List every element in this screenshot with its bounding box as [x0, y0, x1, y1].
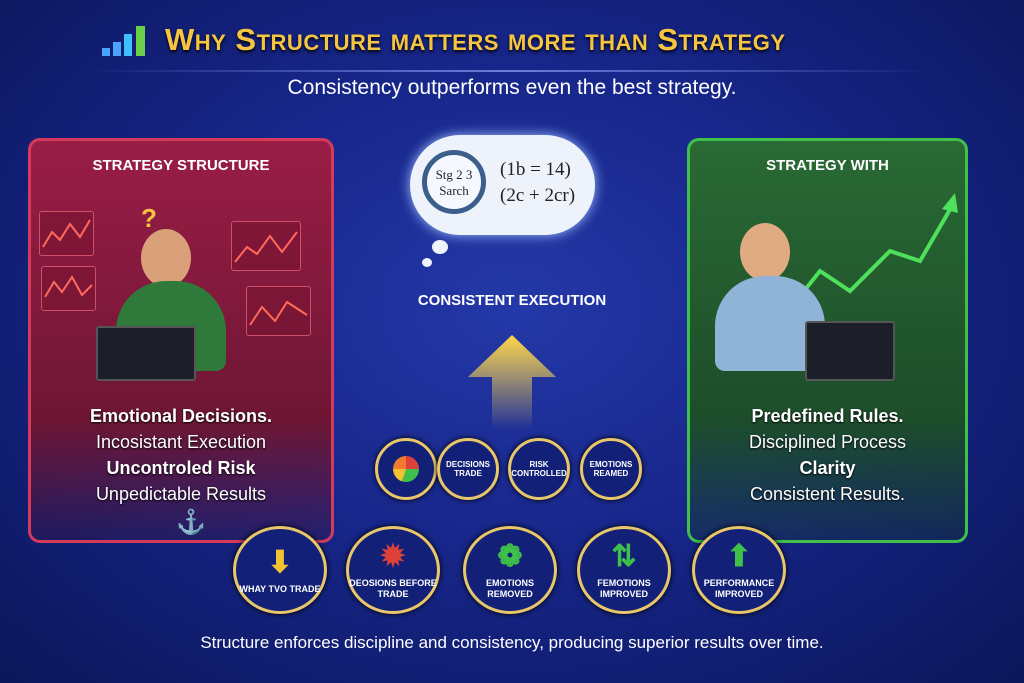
left-panel-without-structure: STRATEGY STRUCTURE ? Emotional Decisions…: [28, 138, 334, 543]
step-label: FEMOTIONS IMPROVED: [597, 578, 651, 599]
thought-cloud: Stg 2 3 Sarch (1b = 14) (2c + 2cr): [410, 135, 595, 235]
up-arrow-icon: [468, 335, 556, 430]
laptop-icon: [805, 321, 895, 381]
lens-text: Stg 2 3: [435, 167, 473, 182]
equation: (1b = 14): [500, 159, 571, 180]
equations: (1b = 14) (2c + 2cr): [500, 157, 575, 209]
step-circle-4: ⇅ FEMOTIONS IMPROVED: [577, 526, 671, 614]
step-label: PERFORMANCE IMPROVED: [703, 578, 775, 599]
subtitle: Consistency outperforms even the best st…: [287, 76, 737, 99]
step-label: DEOSIONS BEFORE TRADE: [349, 578, 437, 599]
pie-chart-circle: [375, 438, 437, 500]
chart-screen-icon: [41, 266, 96, 311]
list-item: Disciplined Process: [748, 432, 907, 452]
list-item: Predefined Rules.: [751, 406, 904, 426]
list-item: Emotional Decisions.: [89, 406, 273, 426]
risk-controlled-circle: RISK CONTROLLED: [508, 438, 570, 500]
right-panel-with-structure: STRATEGY WITH Predefined Rules. Discipli…: [687, 138, 968, 543]
up-down-arrows-icon: ⇅: [611, 540, 637, 573]
step-label: WHAY TVO TRADE: [239, 583, 321, 594]
stressed-person-head: [141, 229, 191, 287]
chart-screen-icon: [39, 211, 94, 256]
title-divider: [90, 70, 930, 72]
pie-chart-icon: [393, 456, 419, 482]
thought-dot: [422, 258, 432, 267]
laptop-icon: [96, 326, 196, 381]
consistent-execution-label: CONSISTENT EXECUTION: [417, 292, 607, 309]
chart-screen-icon: [246, 286, 311, 336]
step-circle-5: ⬆ PERFORMANCE IMPROVED: [692, 526, 786, 614]
right-panel-list: Predefined Rules. Disciplined Process Cl…: [690, 403, 965, 507]
anchor-icon: ⚓: [176, 509, 206, 536]
up-arrow-icon: ⬆: [726, 540, 752, 573]
list-item: Incosistant Execution: [95, 432, 267, 452]
chart-screen-icon: [231, 221, 301, 271]
page-title: Why Structure matters more than Strategy: [165, 22, 786, 57]
list-item: Clarity: [799, 458, 856, 478]
logo-bars-icon: [100, 24, 152, 58]
decisions-trade-circle: DECISIONS TRADE: [437, 438, 499, 500]
left-panel-title: STRATEGY STRUCTURE: [92, 157, 270, 174]
right-panel-title: STRATEGY WITH: [766, 157, 889, 174]
magnifier-icon: Stg 2 3 Sarch: [422, 150, 486, 214]
lens-text: Sarch: [439, 183, 469, 198]
step-circle-2: ✹ DEOSIONS BEFORE TRADE: [346, 526, 440, 614]
step-label: EMOTIONS REMOVED: [485, 578, 534, 599]
list-item: Unpedictable Results: [95, 484, 267, 504]
left-panel-list: Emotional Decisions. Incosistant Executi…: [31, 403, 331, 507]
footer-caption: Structure enforces discipline and consis…: [200, 633, 824, 652]
burst-target-icon: ✹: [380, 540, 406, 573]
thought-dot: [432, 240, 448, 254]
list-item: Uncontroled Risk: [106, 458, 256, 478]
list-item: Consistent Results.: [749, 484, 906, 504]
emotions-circle: EMOTIONS REAMED: [580, 438, 642, 500]
emotion-faces-icon: ❁: [497, 540, 523, 573]
question-mark-icon: ?: [141, 203, 157, 233]
equation: (2c + 2cr): [500, 185, 576, 206]
step-circle-1: ⬇ WHAY TVO TRADE: [233, 526, 327, 614]
step-circle-3: ❁ EMOTIONS REMOVED: [463, 526, 557, 614]
down-arrow-icon: ⬇: [267, 545, 293, 579]
confident-person-head: [740, 223, 790, 281]
